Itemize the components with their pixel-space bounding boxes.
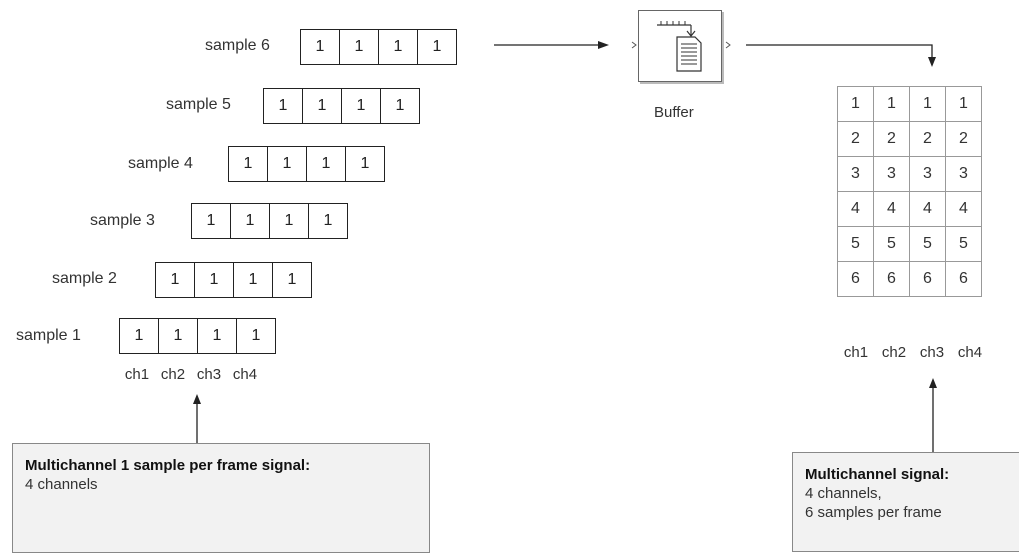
note-title: Multichannel signal:: [805, 466, 950, 483]
sample-cell: 1: [233, 262, 273, 298]
note-line: 6 samples per frame: [805, 504, 942, 521]
sample-row: 1 1 1 1: [263, 88, 420, 124]
sample-cell: 1: [269, 203, 309, 239]
matrix-cell: 2: [946, 122, 982, 157]
matrix-cell: 4: [874, 192, 910, 227]
matrix-cell: 3: [910, 157, 946, 192]
sample-label: sample 3: [90, 212, 155, 229]
sample-cell: 1: [236, 318, 276, 354]
matrix-row: 2 2 2 2: [838, 122, 982, 157]
matrix-cell: 1: [838, 87, 874, 122]
buffer-output-port: [725, 41, 731, 49]
matrix-row: 6 6 6 6: [838, 262, 982, 297]
channel-label: ch4: [232, 366, 258, 383]
matrix-cell: 5: [946, 227, 982, 262]
matrix-channel-labels: ch1 ch2 ch3 ch4: [837, 344, 989, 361]
sample-cell: 1: [345, 146, 385, 182]
output-frame-matrix: 1 1 1 1 2 2 2 2 3 3 3 3 4 4 4 4 5 5 5 5 …: [837, 86, 982, 297]
sample-label: sample 1: [16, 327, 81, 344]
sample-cell: 1: [417, 29, 457, 65]
matrix-cell: 6: [838, 262, 874, 297]
sample-row: 1 1 1 1: [300, 29, 457, 65]
sample-cell: 1: [230, 203, 270, 239]
sample-row: 1 1 1 1: [155, 262, 312, 298]
matrix-cell: 4: [838, 192, 874, 227]
sample-label: sample 4: [128, 155, 193, 172]
input-arrow-head: [598, 41, 609, 49]
output-signal-note: Multichannel signal: 4 channels, 6 sampl…: [792, 452, 1019, 552]
buffer-input-port: [631, 41, 637, 49]
buffer-block-icon: [630, 21, 702, 72]
channel-label: ch2: [881, 344, 907, 361]
channel-label: ch2: [160, 366, 186, 383]
sample-row: 1 1 1 1: [119, 318, 276, 354]
note-title: Multichannel 1 sample per frame signal:: [25, 457, 311, 474]
matrix-row: 5 5 5 5: [838, 227, 982, 262]
matrix-cell: 3: [838, 157, 874, 192]
matrix-cell: 5: [838, 227, 874, 262]
left-note-pointer-head: [193, 394, 201, 404]
sample-label: sample 6: [205, 37, 270, 54]
input-signal-note: Multichannel 1 sample per frame signal: …: [12, 443, 430, 553]
sample-cell: 1: [119, 318, 159, 354]
matrix-row: 4 4 4 4: [838, 192, 982, 227]
matrix-row: 1 1 1 1: [838, 87, 982, 122]
output-arrow-head: [928, 57, 936, 67]
channel-label: ch3: [196, 366, 222, 383]
right-note-pointer-head: [929, 378, 937, 388]
matrix-cell: 2: [874, 122, 910, 157]
matrix-cell: 4: [910, 192, 946, 227]
sample-cell: 1: [197, 318, 237, 354]
sample-label: sample 5: [166, 96, 231, 113]
matrix-cell: 1: [946, 87, 982, 122]
note-line: 4 channels: [25, 476, 98, 493]
matrix-cell: 4: [946, 192, 982, 227]
note-line: 4 channels,: [805, 485, 882, 502]
matrix-cell: 6: [874, 262, 910, 297]
sample-cell: 1: [272, 262, 312, 298]
channel-labels: ch1 ch2 ch3 ch4: [119, 366, 263, 383]
sample-cell: 1: [194, 262, 234, 298]
sample-row: 1 1 1 1: [228, 146, 385, 182]
sample-cell: 1: [263, 88, 303, 124]
sample-row: 1 1 1 1: [191, 203, 348, 239]
matrix-cell: 5: [910, 227, 946, 262]
matrix-cell: 2: [910, 122, 946, 157]
matrix-cell: 3: [946, 157, 982, 192]
sample-label: sample 2: [52, 270, 117, 287]
matrix-cell: 1: [874, 87, 910, 122]
sample-cell: 1: [378, 29, 418, 65]
output-arrow-line: [746, 44, 933, 58]
sample-cell: 1: [158, 318, 198, 354]
matrix-cell: 6: [946, 262, 982, 297]
sample-cell: 1: [308, 203, 348, 239]
channel-label: ch1: [843, 344, 869, 361]
buffer-block[interactable]: [630, 10, 722, 82]
channel-label: ch1: [124, 366, 150, 383]
sample-cell: 1: [306, 146, 346, 182]
matrix-row: 3 3 3 3: [838, 157, 982, 192]
channel-label: ch3: [919, 344, 945, 361]
buffer-label: Buffer: [654, 104, 694, 121]
sample-cell: 1: [380, 88, 420, 124]
matrix-cell: 2: [838, 122, 874, 157]
matrix-cell: 1: [910, 87, 946, 122]
sample-cell: 1: [155, 262, 195, 298]
matrix-cell: 3: [874, 157, 910, 192]
matrix-cell: 6: [910, 262, 946, 297]
matrix-cell: 5: [874, 227, 910, 262]
sample-cell: 1: [191, 203, 231, 239]
channel-label: ch4: [957, 344, 983, 361]
